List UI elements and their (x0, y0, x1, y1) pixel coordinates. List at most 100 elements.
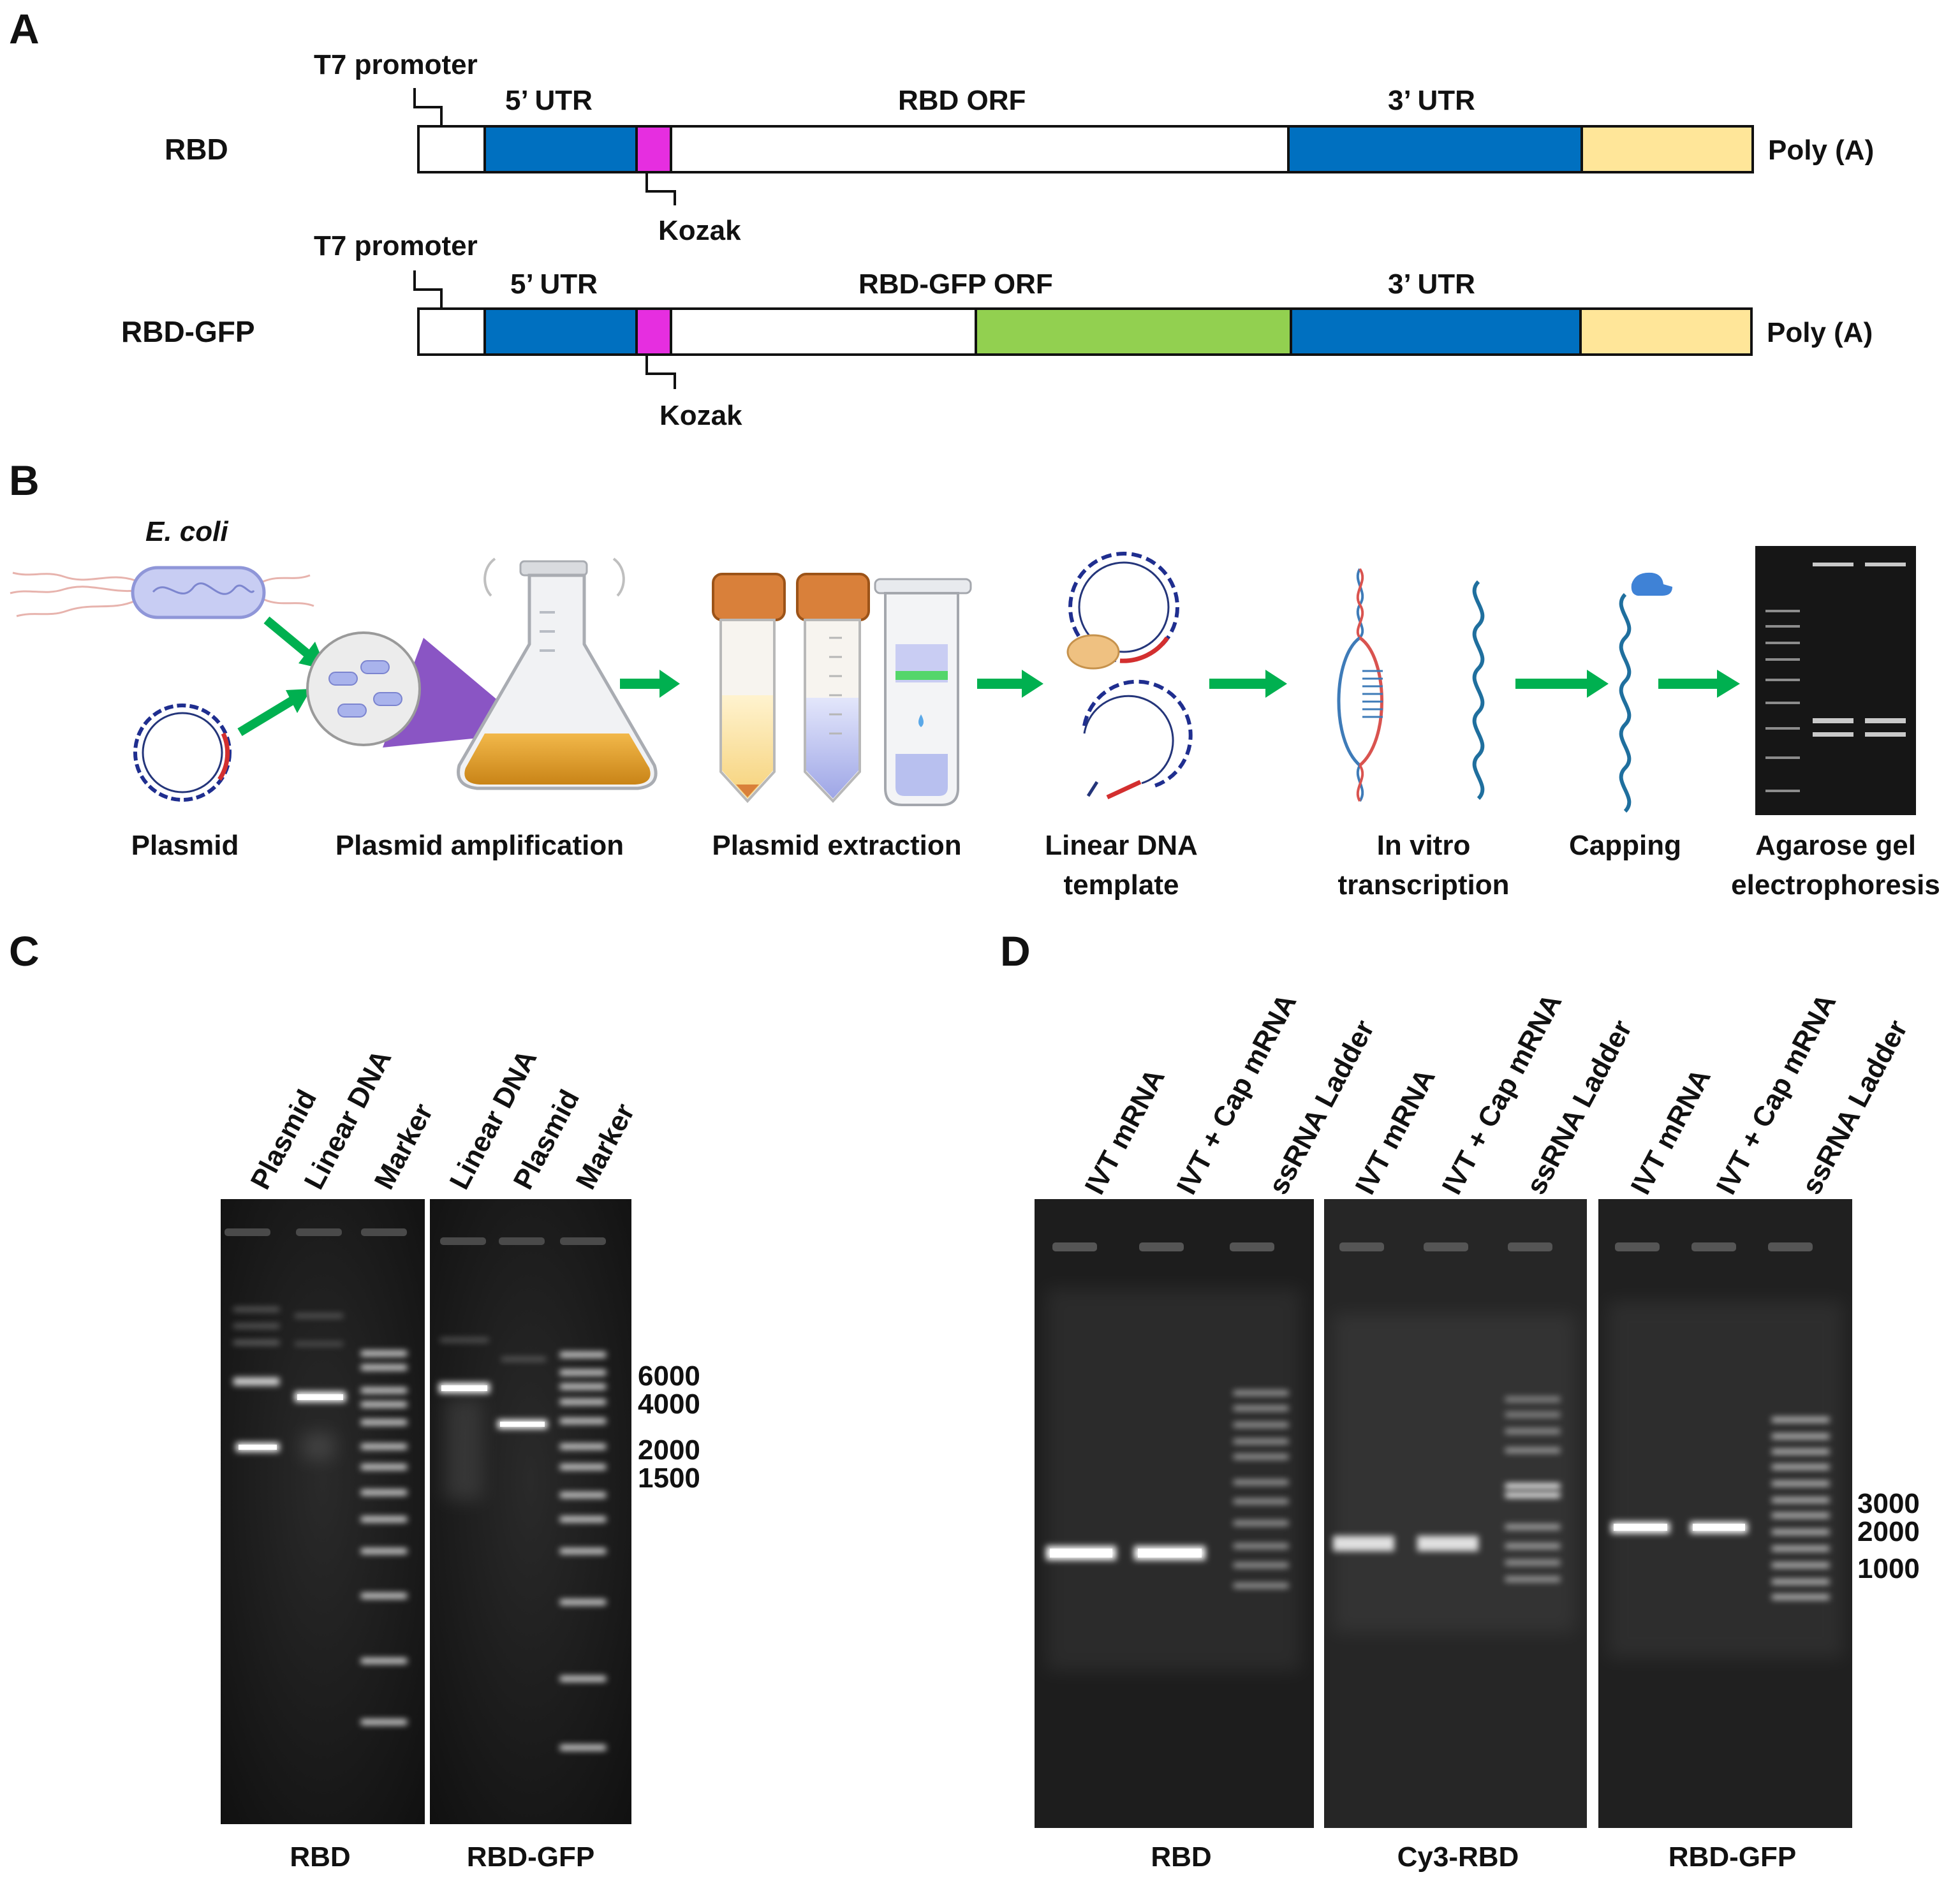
ladder-band (1505, 1492, 1560, 1498)
ladder-band (1505, 1412, 1560, 1417)
segment-blank (417, 307, 486, 356)
ladder-band (560, 1600, 606, 1605)
flagella-icon (10, 571, 314, 617)
segment-polya (1581, 125, 1754, 173)
ladder-band (560, 1464, 606, 1470)
ladder-band (1234, 1439, 1288, 1444)
ladder-band (361, 1402, 407, 1407)
segment-gfp (975, 307, 1292, 356)
ladder-band (1505, 1448, 1560, 1453)
capping-illustration (1619, 572, 1672, 813)
ladder-band (560, 1370, 606, 1375)
ladder-band (1505, 1560, 1560, 1565)
ladder-band (1234, 1454, 1288, 1459)
polya-label: Poly (A) (1767, 317, 1873, 348)
step-label: Plasmid amplification (335, 830, 624, 861)
panel-label-b: B (9, 457, 40, 504)
panel-label-a: A (9, 5, 40, 52)
ladder-band (1772, 1529, 1829, 1535)
ladder-band (560, 1676, 606, 1681)
workflow-arrow (620, 670, 680, 698)
step-label: Plasmid extraction (712, 830, 961, 861)
mrna-strand-icon (1619, 593, 1632, 813)
panel-label-d: D (1000, 927, 1031, 975)
ssrna-ladder (1505, 1397, 1560, 1582)
step-label: Plasmid (131, 830, 239, 861)
ecoli-illustration: E. coli (10, 516, 314, 619)
gel-c-size-labels: 6000 4000 2000 1500 (638, 1360, 700, 1494)
ladder-band (1234, 1390, 1288, 1396)
ladder-band (560, 1384, 606, 1389)
construct-bar (417, 125, 1754, 173)
ladder-band (1772, 1513, 1829, 1518)
tube-blue-icon (796, 573, 870, 803)
segment-orf (670, 307, 977, 356)
cap-icon (1631, 572, 1672, 596)
size-label: 1500 (638, 1463, 700, 1494)
segment-5utr (483, 125, 638, 173)
construct-bar (417, 307, 1753, 356)
kozak-pointer-icon (645, 172, 676, 205)
lane-label: IVT mRNA (1625, 1064, 1717, 1200)
workflow-labels: Plasmid Plasmid amplification Plasmid ex… (131, 830, 1940, 901)
segment-3utr (1290, 307, 1582, 356)
size-label: 1000 (1857, 1553, 1920, 1584)
ladder-band (361, 1517, 407, 1522)
extraction-tubes-illustration (712, 573, 972, 806)
ladder-band (1505, 1429, 1560, 1434)
gel-group-label: RBD (290, 1841, 350, 1873)
polya-label: Poly (A) (1768, 135, 1874, 166)
segment-kozak (635, 307, 672, 356)
segment-polya (1579, 307, 1753, 356)
ladder-band (361, 1444, 407, 1449)
ladder-band (560, 1517, 606, 1522)
spin-column-icon (874, 578, 972, 806)
gel-group-label: RBD (1151, 1841, 1211, 1873)
flask-icon (457, 557, 658, 790)
lane-label: Marker (570, 1098, 641, 1194)
segment-orf (670, 125, 1290, 173)
step-label: Agarose gel (1755, 830, 1916, 861)
bacterium-icon (131, 566, 266, 619)
size-label: 4000 (638, 1389, 700, 1420)
band-group (439, 1338, 490, 1500)
plasmid-icon (133, 704, 232, 802)
construct-name: RBD (165, 133, 228, 166)
step-label: transcription (1338, 869, 1510, 901)
ladder-band (1234, 1406, 1288, 1411)
ssrna-ladder (1234, 1390, 1288, 1588)
ladder-band (1772, 1595, 1829, 1600)
gel-group-label: RBD-GFP (467, 1841, 594, 1873)
size-label: 6000 (638, 1360, 700, 1392)
band-group (497, 1357, 547, 1429)
kozak-label: Kozak (659, 400, 742, 431)
segment-3utr (1287, 125, 1583, 173)
lane-label: Marker (369, 1098, 439, 1194)
mrna-strand-icon (1472, 580, 1485, 800)
linear-dna-illustration (1066, 552, 1193, 800)
ladder-band (1772, 1464, 1829, 1470)
amplification-illustration (306, 557, 658, 790)
workflow-arrow (1658, 670, 1740, 698)
marker-ladder (560, 1352, 606, 1750)
ladder-band (560, 1549, 606, 1554)
gel-d-lane-labels: IVT mRNA IVT + Cap mRNA ssRNA Ladder IVT… (1079, 989, 1914, 1200)
segment-kozak (635, 125, 672, 173)
gel-c-image (221, 1199, 631, 1824)
kozak-label: Kozak (658, 215, 741, 246)
step-label: Capping (1569, 830, 1681, 861)
ladder-band (361, 1351, 407, 1356)
gel-d-image (1035, 1199, 1852, 1828)
ladder-band (1234, 1583, 1288, 1588)
ladder-band (1505, 1544, 1560, 1549)
ladder-band (361, 1420, 407, 1425)
workflow-arrow (1209, 670, 1287, 698)
ladder-band (1234, 1422, 1288, 1427)
gel-c-lane-labels: Plasmid Linear DNA Marker Linear DNA Pla… (245, 1045, 641, 1195)
ladder-band (1772, 1579, 1829, 1584)
ssrna-ladder (1772, 1417, 1829, 1600)
lane-label: IVT mRNA (1079, 1064, 1171, 1200)
ladder-band (1234, 1499, 1288, 1504)
ladder-band (560, 1444, 606, 1449)
